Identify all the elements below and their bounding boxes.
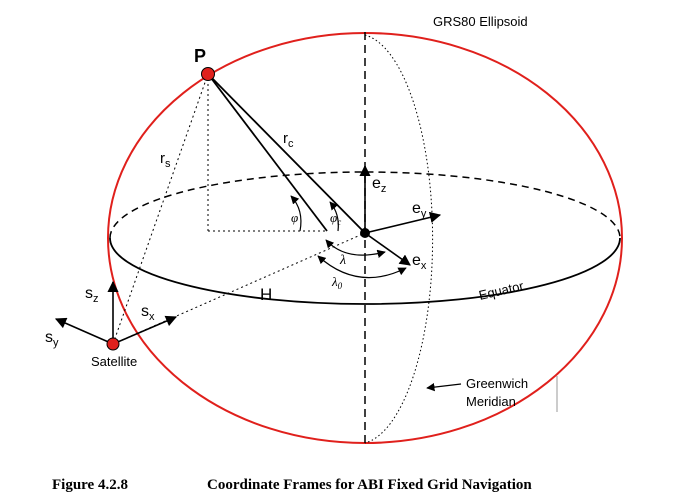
greenwich-meridian-arc	[364, 34, 434, 444]
phic-main: φ	[330, 210, 337, 225]
satellite-point	[106, 337, 120, 351]
greenwich-label-line1: Greenwich	[466, 376, 528, 391]
ey-sub: y	[421, 208, 427, 220]
equator-label: Equator	[477, 278, 525, 303]
sx-axis-arrow	[112, 315, 178, 345]
ex-axis-arrow	[364, 232, 411, 266]
lambda0-angle-arc	[317, 255, 407, 279]
point-p	[201, 67, 215, 81]
figure-title: Coordinate Frames for ABI Fixed Grid Nav…	[207, 477, 532, 493]
earth-center-dot	[360, 228, 370, 238]
lambda0-sub: 0	[338, 281, 343, 291]
sy-axis-arrow	[54, 317, 114, 345]
equator-front-arc	[109, 237, 621, 305]
figure-number: Figure 4.2.8	[52, 477, 128, 493]
rs-sub: s	[165, 158, 171, 170]
ellipsoid-label: GRS80 Ellipsoid	[433, 14, 528, 29]
phi-angle-arc	[290, 195, 302, 232]
ez-label: ez	[372, 175, 386, 195]
ey-main: e	[412, 200, 421, 217]
satellite-label: Satellite	[91, 354, 137, 369]
rc-line	[207, 73, 366, 234]
lambda0-label: λ0	[331, 274, 343, 291]
sx-label: sx	[141, 303, 155, 323]
rs-main: r	[160, 150, 165, 167]
lambda0-main: λ	[331, 274, 338, 289]
sz-label: sz	[85, 285, 99, 305]
rc-sub: c	[288, 138, 294, 150]
ez-main: e	[372, 175, 381, 192]
sz-main: s	[85, 285, 93, 302]
ey-axis-arrow	[364, 211, 442, 234]
sz-sub: z	[93, 293, 99, 305]
ex-label: ex	[412, 252, 427, 272]
point-p-label: P	[194, 46, 206, 66]
phic-label: φc	[330, 210, 341, 227]
phic-angle-arc	[329, 201, 339, 232]
sy-label: sy	[45, 329, 59, 349]
rc-main: r	[283, 130, 288, 147]
ez-sub: z	[381, 183, 387, 195]
rs-label: rs	[160, 150, 171, 170]
greenwich-label-line2: Meridian	[466, 394, 516, 409]
lambda-angle-arc	[325, 239, 386, 258]
h-label: H	[260, 285, 272, 304]
ey-label: ey	[412, 200, 427, 220]
sx-sub: x	[149, 311, 155, 323]
rc-label: rc	[283, 130, 294, 150]
ex-sub: x	[421, 260, 427, 272]
geodetic-normal-line	[207, 73, 328, 232]
ex-main: e	[412, 252, 421, 269]
sy-sub: y	[53, 337, 59, 349]
phic-sub: c	[337, 217, 341, 227]
sx-main: s	[141, 303, 149, 320]
lambda-label: λ	[339, 253, 346, 268]
phi-label: φ	[291, 210, 298, 225]
greenwich-pointer-arrow	[426, 382, 462, 392]
sy-main: s	[45, 329, 53, 346]
